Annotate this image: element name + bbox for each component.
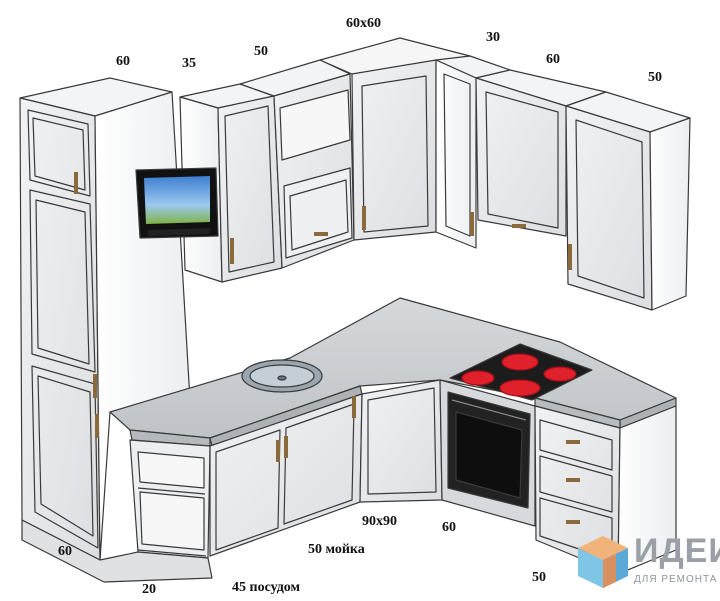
logo-title: ИДЕИ [634,532,720,570]
handle-icon [284,436,288,458]
handle-icon [566,440,580,444]
dim-bottom-20: 20 [142,582,156,597]
logo-subtitle: ДЛЯ РЕМОНТА [634,574,718,585]
handle-icon [314,232,328,236]
cube-logo-icon [578,536,628,588]
handle-icon [74,172,78,194]
watermark-logo: ИДЕИ ДЛЯ РЕМОНТА [574,528,720,598]
dim-dishwasher: 45 посудом [232,580,301,595]
handle-icon [566,478,580,482]
dim-oven-60: 60 [442,520,456,535]
handle-icon [470,212,474,236]
wall-cabinets [179,37,691,311]
handle-icon [276,440,280,462]
dim-bottom-left-60: 60 [58,544,72,559]
dim-sink: 50 мойка [308,542,365,557]
dim-top-corner: 60x60 [346,16,381,31]
handle-icon [566,520,580,524]
dim-corner-base: 90x90 [362,514,397,529]
dim-bottom-right-50: 50 [532,570,546,585]
countertop [109,297,677,447]
handle-icon [568,244,572,270]
dim-top-left-60: 60 [116,54,130,69]
handle-icon [230,238,234,264]
handle-icon [512,224,526,228]
dim-top-50: 50 [254,44,268,59]
tv-screen [135,167,219,239]
dim-top-35: 35 [182,56,196,71]
handle-icon [95,414,99,438]
dim-top-30: 30 [486,30,500,45]
handle-icon [93,374,97,398]
handle-icon [362,206,366,230]
base-cabinets [21,379,677,583]
sink-bowl [241,359,323,393]
cooktop-hob [449,343,593,401]
dim-top-60-right: 60 [546,52,560,67]
handle-icon [352,396,356,418]
dim-top-50-right: 50 [648,70,662,85]
